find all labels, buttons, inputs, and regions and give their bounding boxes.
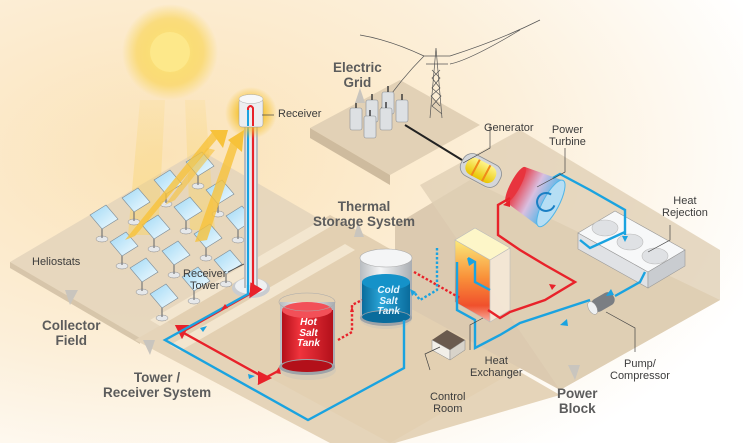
- receiver-tower-label: Receiver Tower: [183, 268, 226, 293]
- cold-flow-lines: [162, 172, 647, 422]
- cold-salt-tank-label: Cold Salt Tank: [377, 285, 400, 317]
- heliostat-icon: [109, 231, 139, 270]
- heat-exchanger-label: Heat Exchanger: [470, 355, 523, 380]
- transformer-icon: [363, 110, 377, 139]
- heat-rejection-label: Heat Rejection: [662, 195, 708, 220]
- transformer-icon: [379, 102, 393, 131]
- thermal-storage-system-title: Thermal Storage System: [313, 199, 416, 230]
- receiver-label: Receiver: [278, 108, 322, 120]
- heliostat-icon: [173, 196, 203, 235]
- section-pointers: [65, 88, 580, 380]
- flow-arrows: [200, 200, 628, 379]
- turbine-icon: [505, 166, 566, 228]
- leader-lines: [227, 114, 671, 371]
- pump-compressor-label: Pump/ Compressor: [610, 358, 670, 383]
- tower-receiver-system-title: Tower / Receiver System: [103, 370, 212, 401]
- building-icon: [431, 330, 466, 361]
- heliostat-icon: [121, 187, 151, 226]
- transformer-bank: [349, 86, 409, 139]
- electric-grid-title: Electric Grid: [333, 60, 382, 91]
- control-room-label: Control Room: [430, 391, 466, 416]
- generator-icon: [459, 153, 502, 188]
- transmission-tower-icon: [359, 19, 541, 119]
- power-turbine-label: Power Turbine: [549, 124, 586, 149]
- hot-flow-lines: [174, 196, 578, 386]
- heliostat-icon: [89, 204, 119, 243]
- reflected-beams: [125, 130, 244, 242]
- pump-icon: [587, 292, 615, 315]
- power-block-title: Power Block: [557, 386, 598, 417]
- generator-label: Generator: [484, 122, 534, 134]
- sun-icon: [122, 4, 218, 100]
- heliostats-label: Heliostats: [32, 256, 81, 268]
- transformer-icon: [395, 94, 409, 123]
- electric-grid-platform: [310, 80, 480, 185]
- heliostat-icon: [161, 240, 191, 279]
- cold-salt-tank: [359, 248, 413, 329]
- collector-field-title: Collector Field: [42, 318, 101, 349]
- power-cable: [404, 124, 463, 161]
- transformer-icon: [349, 102, 363, 131]
- heliostat-icon: [129, 257, 159, 296]
- hot-salt-tank: [278, 292, 336, 380]
- heat-exchanger-icon: [454, 227, 511, 323]
- hot-salt-tank-label: Hot Salt Tank: [297, 317, 320, 349]
- receiver: [225, 87, 277, 139]
- receiver-tower-text: Receiver Tower: [183, 268, 227, 293]
- thermal-storage-platform: [160, 215, 560, 443]
- heliostat-icon: [141, 214, 171, 253]
